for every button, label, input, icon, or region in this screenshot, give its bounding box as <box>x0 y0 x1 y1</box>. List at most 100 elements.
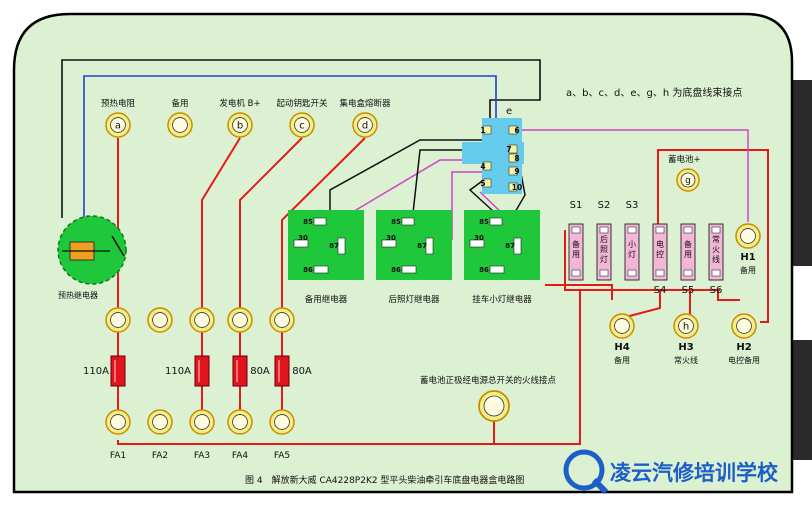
h-terminal-sub: 电控备用 <box>728 355 760 365</box>
big-fuse-label: 80A <box>292 366 312 377</box>
bottom-terminal-inner <box>194 414 210 430</box>
relay-label: 挂车小灯继电器 <box>472 294 532 305</box>
relay-pin <box>489 217 503 226</box>
bottom-terminal: FA3 <box>189 409 215 461</box>
wire-purple-h1 <box>510 129 749 222</box>
h-terminal-inner <box>678 318 694 334</box>
relay-pin-label: 85 <box>479 218 489 226</box>
relay-pin <box>313 265 329 274</box>
big-fuse: 80A <box>274 355 312 387</box>
h-terminal-id: H1 <box>740 252 755 263</box>
watermark-logo <box>563 449 605 491</box>
relay-pin <box>293 239 309 248</box>
relay-pin-label: 30 <box>386 234 396 242</box>
small-fuse: 备用 S1 <box>568 200 584 281</box>
connector-pin-label: 1 <box>480 126 485 135</box>
relays: 85308786备用继电器85308786后照灯继电器85308786挂车小灯继… <box>288 210 540 305</box>
connector-pin-label: 9 <box>514 167 519 176</box>
small-fuse-contact <box>655 226 665 234</box>
connector-pin <box>508 125 518 135</box>
top-terminal-inner <box>294 117 310 133</box>
relay-pin-label: 86 <box>479 266 489 274</box>
mid-terminal-inner <box>232 312 248 328</box>
small-fuse-text: 后照灯 <box>600 234 608 264</box>
bottom-terminal-inner <box>152 414 168 430</box>
small-fuse-body <box>680 223 696 281</box>
bottom-terminal: FA1 <box>105 409 131 461</box>
h-terminal-id: H4 <box>614 342 629 353</box>
big-fuses: 110A 110A 80A 80A <box>83 355 312 387</box>
big-fuse-body <box>232 355 248 387</box>
wire-black-outer <box>61 59 541 218</box>
small-fuse-contact <box>711 226 721 234</box>
bottom-terminal: FA4 <box>227 409 253 461</box>
wire-red-s-bus2 <box>545 284 613 300</box>
relay-pin <box>337 237 346 255</box>
big-fuse: 110A <box>165 355 210 387</box>
small-fuse-text: 备用 <box>572 239 580 259</box>
h-terminal-sub: 备用 <box>614 355 630 365</box>
top-terminal-label: 集电盒熔断器 <box>339 98 391 109</box>
top-terminal: 备用 <box>167 98 193 138</box>
wire-red-c <box>239 137 303 315</box>
big-fuse-label: 110A <box>165 366 191 377</box>
right-mount-tab-lower <box>790 340 812 460</box>
wire-red-s6 <box>717 290 740 301</box>
relay-pin-label: 87 <box>417 242 427 250</box>
h-terminal-inner <box>614 318 630 334</box>
big-fuse: 80A <box>232 355 270 387</box>
small-fuse-body <box>596 223 612 281</box>
top-terminal-letter: b <box>237 121 243 132</box>
top-terminal-inner <box>357 117 373 133</box>
small-fuse-contact <box>599 226 609 234</box>
big-fuse-body <box>274 355 290 387</box>
top-terminal-label: 预热电阻 <box>101 98 136 109</box>
small-fuse-body <box>652 223 668 281</box>
top-terminal: 发电机 B+b <box>219 98 261 138</box>
small-fuse-contact <box>683 269 693 277</box>
small-fuse-body <box>708 223 724 281</box>
big-fuse-body <box>194 355 210 387</box>
top-terminal-letter: c <box>299 121 305 132</box>
small-fuse-text: 备用 <box>684 239 692 259</box>
small-fuse-id: S1 <box>570 200 583 211</box>
small-fuse-text: 电控 <box>656 239 664 259</box>
relay-pin-label: 86 <box>391 266 401 274</box>
connector-pin <box>508 182 518 192</box>
connector-pin-label: 5 <box>480 179 485 188</box>
connector-pin-label: 10 <box>512 183 522 192</box>
small-fuse-contact <box>571 269 581 277</box>
watermark-text: 凌云汽修培训学校 <box>610 461 779 485</box>
relay-pin-label: 87 <box>505 242 515 250</box>
watermark: 凌云汽修培训学校 <box>563 449 779 495</box>
connector-pin <box>508 153 518 163</box>
big-fuse-body <box>110 355 126 387</box>
bottom-terminal-label: FA5 <box>274 451 290 461</box>
small-fuse-contact <box>599 269 609 277</box>
main-battery-terminal <box>478 390 510 422</box>
h-terminal-sub: 备用 <box>740 265 756 275</box>
relay-pin-label: 30 <box>474 234 484 242</box>
wire-red-d <box>281 137 366 315</box>
mid-terminal-inner <box>152 312 168 328</box>
h-terminal-id: H3 <box>678 342 693 353</box>
relay-pin <box>313 217 327 226</box>
relay-pin <box>401 217 415 226</box>
bottom-terminal-label: FA3 <box>194 451 210 461</box>
connector-pin-label: 4 <box>480 162 485 171</box>
preheat-relay-label: 预热继电器 <box>58 290 98 300</box>
relay-label: 后照灯继电器 <box>388 294 440 305</box>
relay-pin <box>381 239 397 248</box>
top-terminal-inner <box>110 117 126 133</box>
big-fuse: 110A <box>83 355 126 387</box>
